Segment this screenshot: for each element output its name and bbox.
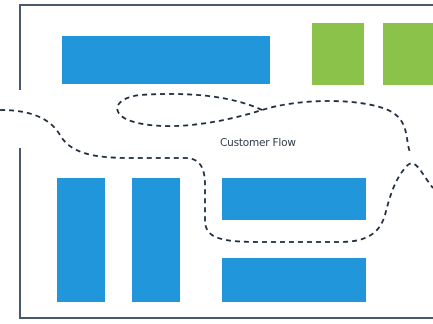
shelf-top [62, 36, 270, 84]
customer-flow-label: Customer Flow [220, 137, 296, 149]
shelf-left-2 [132, 178, 180, 302]
checkout-2 [383, 23, 433, 85]
wall-outline [19, 4, 433, 90]
customer-flow-path [0, 109, 433, 243]
wall-outline-lower [19, 148, 433, 319]
customer-flow-loop [116, 93, 411, 153]
shelf-middle [222, 178, 366, 220]
shelf-left-1 [57, 178, 105, 302]
checkout-1 [312, 23, 364, 85]
shelf-bottom [222, 258, 366, 302]
